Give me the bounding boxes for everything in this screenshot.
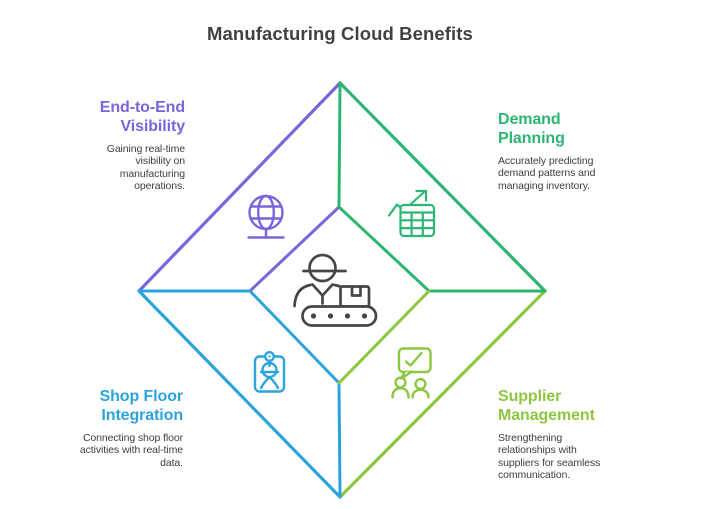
quadrant-body-shop-floor-integration: Connecting shop floor activities with re… <box>79 432 183 469</box>
quadrant-body-demand-planning: Accurately predicting demand patterns an… <box>498 155 596 192</box>
quadrant-heading-demand-planning: Demand Planning <box>498 111 565 148</box>
quadrant-bottom-right: Supplier Management Strengthening relati… <box>498 387 636 481</box>
worker-badge-icon <box>253 351 286 393</box>
inner-edge-bottom-left <box>248 289 341 385</box>
outer-edge-bottom-left <box>137 289 342 499</box>
conveyor-worker-icon <box>293 253 378 327</box>
outer-diamond <box>137 81 547 499</box>
globe-stand-icon <box>247 194 285 239</box>
quadrant-heading-end-to-end-visibility: End-to-End Visibility <box>99 99 185 136</box>
quadrant-body-end-to-end-visibility: Gaining real-time visibility on manufact… <box>106 143 185 192</box>
outer-edge-bottom-right <box>338 289 547 499</box>
inner-edge-bottom-right <box>337 289 431 385</box>
quadrant-top-left: End-to-End Visibility Gaining real-time … <box>45 98 185 192</box>
inner-diamond <box>248 205 431 385</box>
quadrant-heading-shop-floor-integration: Shop Floor Integration <box>99 388 184 425</box>
suppliers-approval-icon <box>391 347 432 399</box>
quadrant-heading-supplier-management: Supplier Management <box>498 388 595 425</box>
quadrant-top-right: Demand Planning Accurately predicting de… <box>498 110 630 192</box>
quadrant-body-supplier-management: Strengthening relationships with supplie… <box>498 432 601 481</box>
outer-edge-top-left <box>137 81 342 293</box>
connector-lines <box>137 81 547 499</box>
connector-bottom <box>337 381 342 499</box>
page-title: Manufacturing Cloud Benefits <box>207 23 473 44</box>
inner-edge-top-right <box>337 205 431 293</box>
trend-table-icon <box>387 189 436 238</box>
quadrant-bottom-left: Shop Floor Integration Connecting shop f… <box>43 387 183 469</box>
inner-edge-top-left <box>248 205 341 293</box>
connector-top <box>337 81 342 209</box>
outer-edge-top-right <box>338 81 547 293</box>
